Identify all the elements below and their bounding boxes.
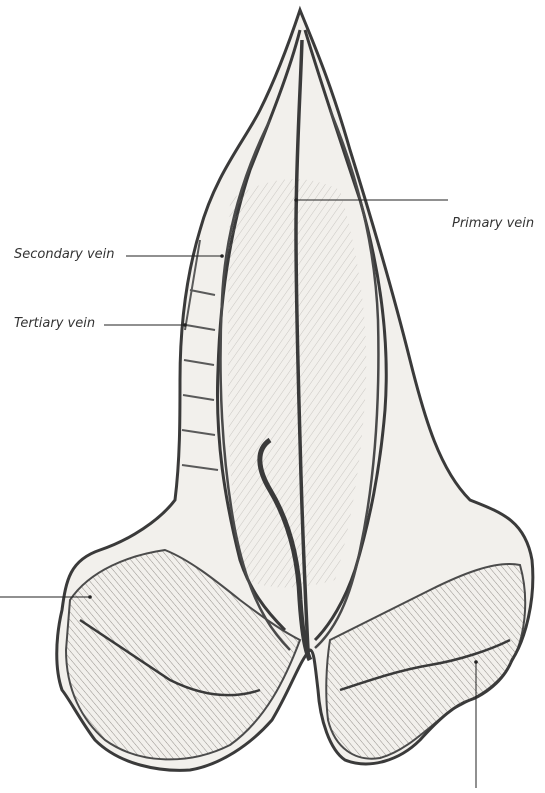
primary-leader-dot	[294, 198, 298, 202]
tertiary-leader-dot	[183, 323, 187, 327]
secondary-vein-label: Secondary vein	[14, 248, 115, 261]
secondary-leader-dot	[220, 254, 224, 258]
primary-vein-label: Primary vein	[452, 217, 534, 230]
tertiary-vein-label: Tertiary vein	[14, 317, 95, 330]
bottom-leader-dot	[474, 660, 478, 664]
left-edge-leader-dot	[88, 595, 92, 599]
